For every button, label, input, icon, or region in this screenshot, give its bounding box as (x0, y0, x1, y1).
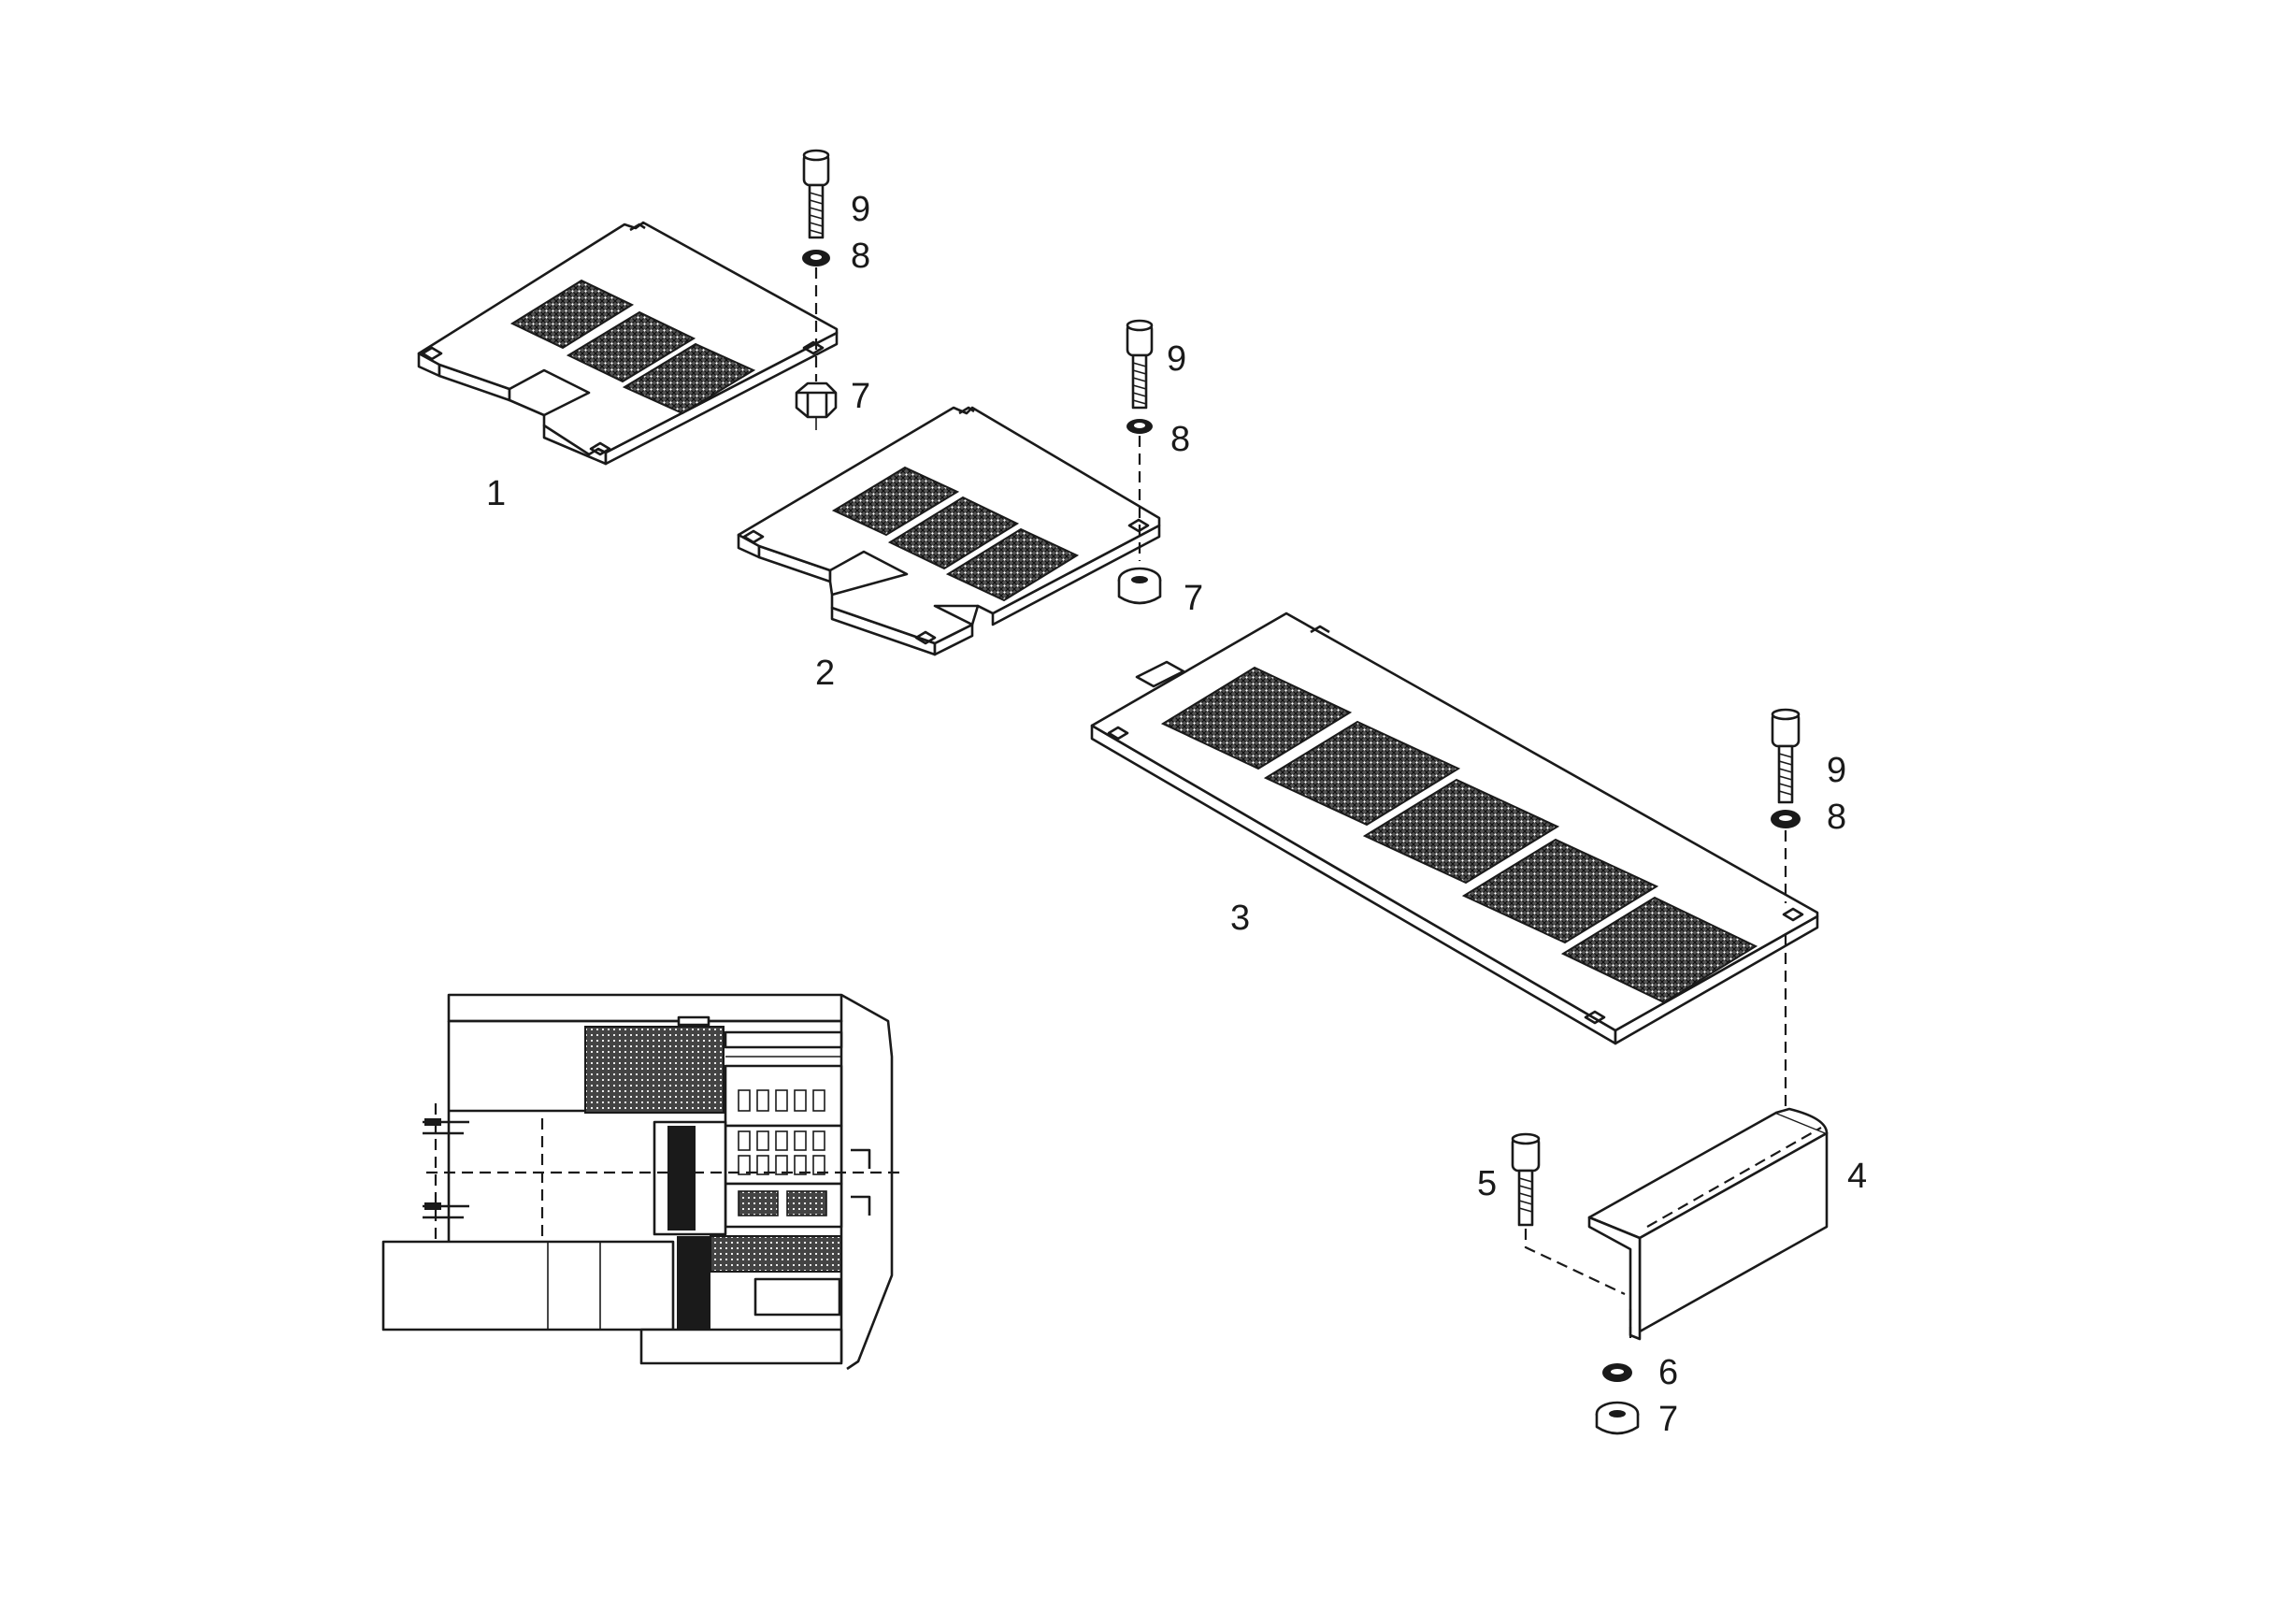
callout-part-8-p1: 8 (851, 237, 870, 276)
washer-icon (1602, 1363, 1632, 1382)
callout-part-9-p1: 9 (851, 190, 870, 229)
locator-overview (381, 993, 899, 1371)
washer-icon (802, 250, 830, 266)
callout-part-8-p3: 8 (1827, 798, 1846, 837)
callout-part-1: 1 (486, 474, 506, 513)
washer-icon (1126, 419, 1153, 434)
screw-icon (802, 149, 830, 239)
screw-icon (1511, 1132, 1541, 1227)
callout-part-2: 2 (815, 654, 835, 693)
callout-part-7-p1: 7 (851, 377, 870, 416)
nut-icon (1117, 567, 1162, 605)
screw-icon (1771, 708, 1801, 804)
callout-part-7-bracket: 7 (1658, 1400, 1678, 1439)
nut-icon (1595, 1401, 1640, 1435)
callout-part-7-p2: 7 (1184, 579, 1203, 618)
screw-icon (1126, 319, 1154, 410)
callout-part-4: 4 (1847, 1157, 1867, 1196)
cover-panel-3 (1090, 612, 1819, 1045)
cover-panel-2 (737, 406, 1161, 656)
callout-part-8-p2: 8 (1170, 420, 1190, 459)
callout-part-3: 3 (1230, 899, 1250, 938)
callout-part-9-p3: 9 (1827, 751, 1846, 790)
bracket-part (1587, 1107, 1829, 1341)
callout-part-9-p2: 9 (1167, 339, 1186, 379)
cover-panel-1 (417, 221, 839, 466)
callout-part-5: 5 (1477, 1164, 1497, 1203)
nut-icon (795, 381, 838, 430)
callout-part-6: 6 (1658, 1353, 1678, 1392)
washer-icon (1771, 810, 1801, 828)
